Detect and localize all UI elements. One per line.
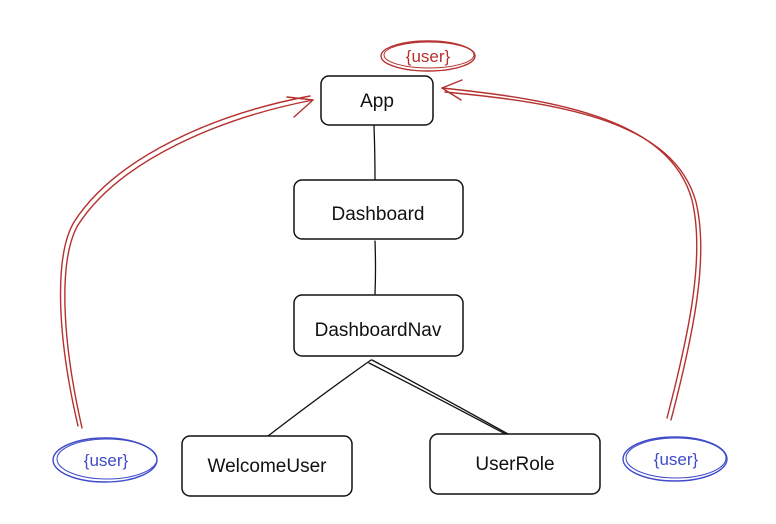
state-lift-arrows [59,79,702,429]
left-arrowhead [286,96,314,118]
edge-dashboardnav-userrole-sketch [368,362,512,438]
right-lift-arrow-sketch [444,91,702,421]
node-userrole-label: UserRole [475,454,554,475]
node-app-label: App [360,91,394,112]
edge-dashboardnav-welcomeuser [267,359,372,437]
left-lift-arrow [64,99,314,429]
userrole-state-label: {user} [654,450,699,469]
left-lift-arrow-sketch [59,95,311,427]
welcomeuser-state-tag: {user} [52,437,158,483]
right-arrowhead [441,79,463,101]
node-dashboardnav-label: DashboardNav [315,320,442,341]
node-welcomeuser: WelcomeUser [181,435,353,497]
node-userrole: UserRole [429,433,601,495]
node-dashboard-label: Dashboard [332,204,425,225]
node-app: App [320,75,434,126]
tree-edges [267,125,512,438]
edge-app-dashboard [373,125,376,181]
node-welcomeuser-label: WelcomeUser [208,456,328,477]
welcomeuser-state-label: {user} [84,451,129,470]
edge-dashboard-dashboardnav [374,240,377,295]
app-state-tag: {user} [380,40,476,72]
node-dashboardnav: DashboardNav [293,294,464,357]
edge-dashboardnav-userrole [371,359,509,435]
app-state-label: {user} [406,47,451,66]
right-lift-arrow [441,87,698,419]
node-dashboard: Dashboard [293,179,464,240]
userrole-state-tag: {user} [622,436,728,482]
